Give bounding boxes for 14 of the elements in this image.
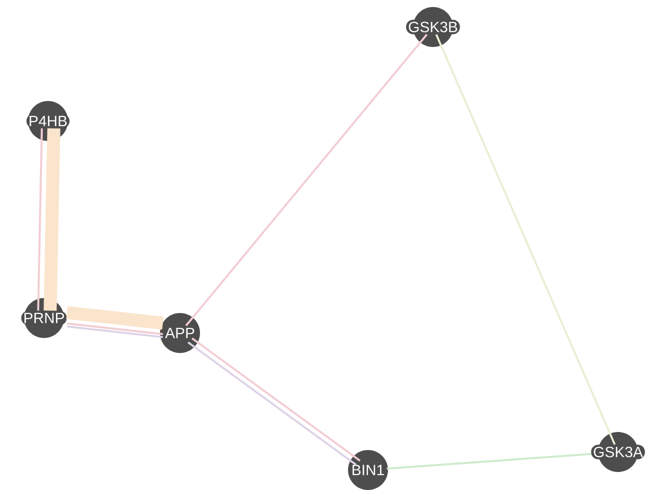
gene-node: APP: [160, 313, 200, 353]
interaction-line: [66, 326, 163, 338]
gene-node: PRNP: [21, 298, 67, 338]
interaction-line: [435, 34, 616, 445]
gene-node: GSK3A: [591, 432, 645, 472]
interaction-line: [185, 34, 428, 326]
gene-node: GSK3B: [406, 7, 460, 47]
interaction-line: [386, 452, 591, 470]
interaction-line: [66, 306, 164, 330]
interaction-line: [44, 128, 60, 311]
interaction-line: [66, 322, 163, 336]
gene-node: BIN1: [348, 450, 388, 490]
interaction-line: [37, 128, 43, 311]
gene-node: P4HB: [26, 101, 70, 141]
